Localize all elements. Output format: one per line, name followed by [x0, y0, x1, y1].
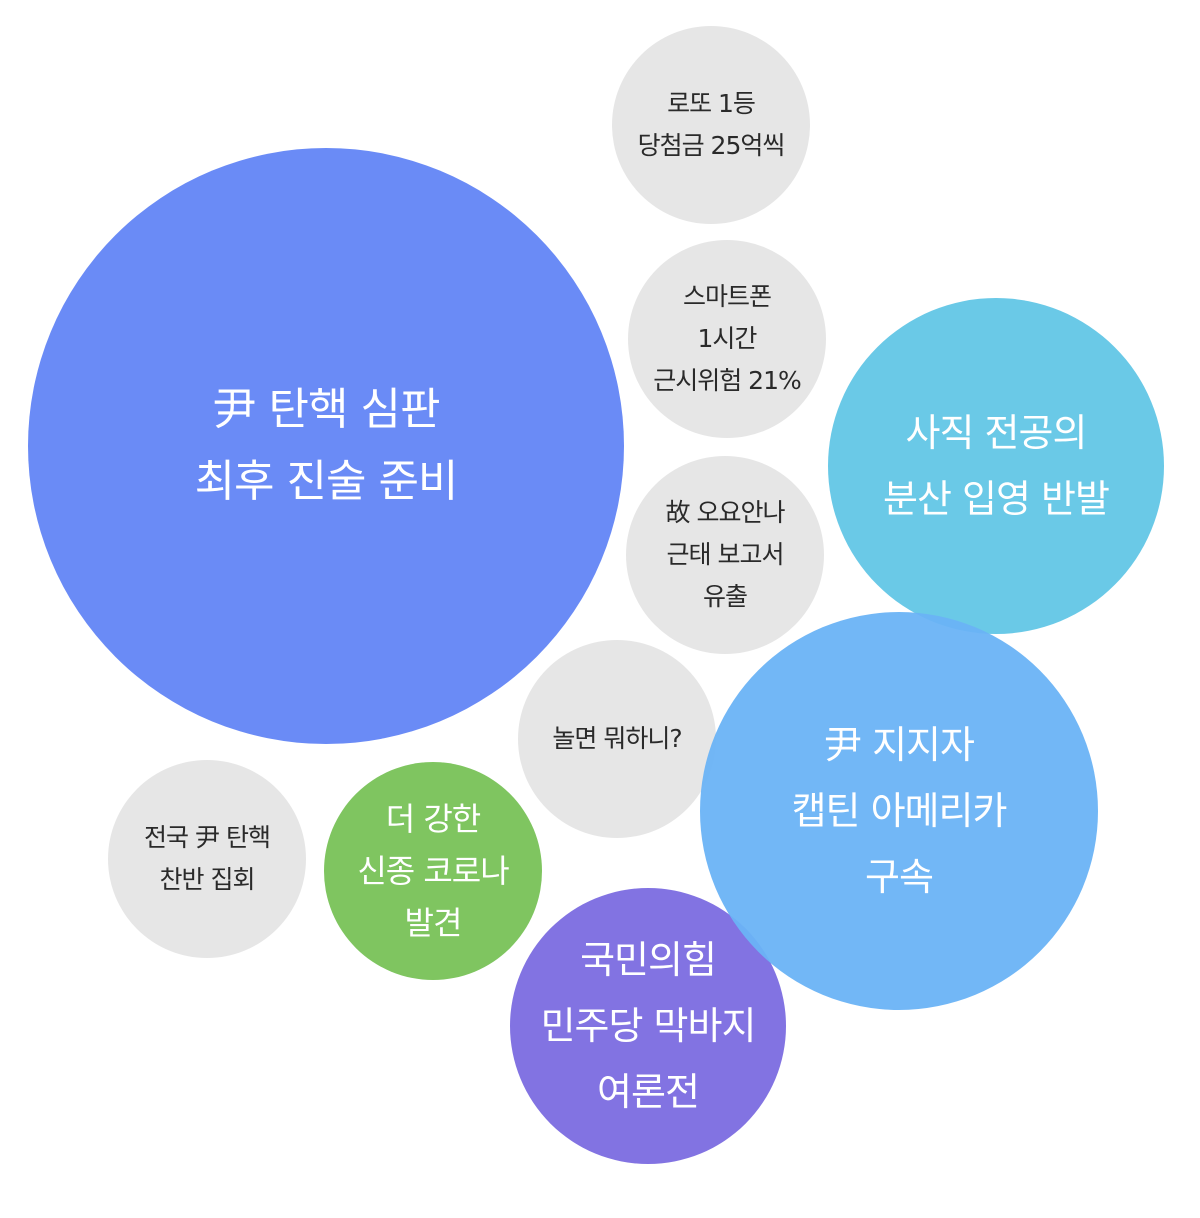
- bubble-label: 尹 탄핵 심판 최후 진술 준비: [194, 384, 459, 507]
- bubble-label: 스마트폰 1시간 근시위험 21%: [653, 282, 802, 395]
- bubble-attendance-report[interactable]: 故 오요안나 근태 보고서 유출: [626, 456, 824, 654]
- bubble-nationwide-rally[interactable]: 전국 尹 탄핵 찬반 집회: [108, 760, 306, 958]
- bubble-lotto[interactable]: 로또 1등 당첨금 25억씩: [612, 26, 810, 224]
- bubble-impeachment-trial[interactable]: 尹 탄핵 심판 최후 진술 준비: [28, 148, 624, 744]
- bubble-hangout-show[interactable]: 놀면 뭐하니?: [518, 640, 716, 838]
- bubble-label: 사직 전공의 분산 입영 반발: [883, 411, 1110, 521]
- bubble-label: 로또 1등 당첨금 25억씩: [637, 89, 786, 160]
- bubble-party-opinion-war[interactable]: 국민의힘 민주당 막바지 여론전: [510, 888, 786, 1164]
- bubble-label: 국민의힘 민주당 막바지 여론전: [540, 938, 757, 1114]
- bubble-label: 더 강한 신종 코로나 발견: [357, 800, 509, 942]
- bubble-label: 놀면 뭐하니?: [552, 724, 682, 753]
- bubble-resigned-residents[interactable]: 사직 전공의 분산 입영 반발: [828, 298, 1164, 634]
- bubble-label: 尹 지지자 캡틴 아메리카 구속: [791, 723, 1008, 899]
- bubble-captain-america-arrest[interactable]: 尹 지지자 캡틴 아메리카 구속: [700, 612, 1098, 1010]
- bubble-new-coronavirus[interactable]: 더 강한 신종 코로나 발견: [324, 762, 542, 980]
- bubble-smartphone-myopia[interactable]: 스마트폰 1시간 근시위험 21%: [628, 240, 826, 438]
- bubble-label: 전국 尹 탄핵 찬반 집회: [144, 823, 271, 894]
- bubble-label: 故 오요안나 근태 보고서 유출: [665, 498, 786, 611]
